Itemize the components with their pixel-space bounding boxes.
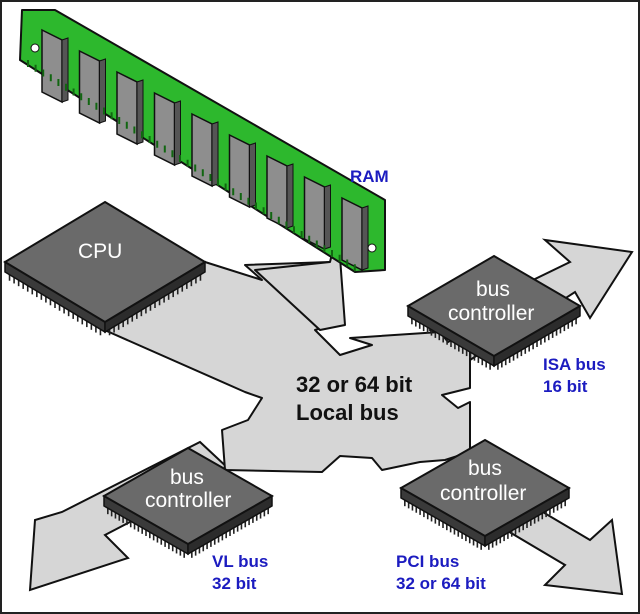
- ram-contacts: [27, 60, 356, 272]
- ram-chip-side: [249, 142, 256, 208]
- ram-chip-side: [361, 205, 369, 271]
- ram-chip: [228, 133, 251, 209]
- vl-bus-name: VL bus: [212, 552, 268, 571]
- vl-controller-label-line1: bus: [170, 466, 204, 489]
- ram-chip: [266, 154, 288, 230]
- cpu-top: [3, 200, 207, 324]
- isa-bus-controller: [406, 254, 582, 370]
- ram-chip-side: [324, 184, 331, 250]
- pci-controller-top: [398, 438, 572, 538]
- pci-controller-label-line1: bus: [468, 457, 502, 480]
- ram-chip: [78, 49, 101, 125]
- ram-chip-side: [136, 79, 144, 145]
- ram-chip-side: [174, 100, 181, 166]
- cpu-label: CPU: [78, 240, 122, 263]
- isa-controller-label-line1: bus: [476, 278, 510, 301]
- isa-bus-width: 16 bit: [543, 377, 588, 396]
- pci-controller-label-line2: controller: [440, 482, 526, 505]
- local-bus-width-label: 32 or 64 bit: [296, 372, 413, 397]
- ram-connection: [254, 229, 346, 331]
- pci-bus-name: PCI bus: [396, 552, 459, 571]
- vl-bus-controller: [101, 446, 275, 558]
- ram-label: RAM: [350, 167, 389, 186]
- ram-chip: [303, 175, 326, 251]
- cpu-chip: [3, 200, 207, 336]
- ram-module: [19, 9, 386, 273]
- pci-bus-width: 32 or 64 bit: [396, 574, 486, 593]
- isa-bus-name: ISA bus: [543, 355, 606, 374]
- ram-chip-side: [61, 37, 69, 103]
- ram-mount-hole: [30, 43, 40, 53]
- ram-chip-side: [211, 121, 219, 187]
- ram-chip: [41, 28, 63, 104]
- isa-controller-top: [406, 254, 582, 358]
- isa-controller-label-line2: controller: [448, 302, 534, 325]
- ram-mount-hole: [367, 243, 377, 253]
- vl-bus-width: 32 bit: [212, 574, 257, 593]
- local-bus-name-label: Local bus: [296, 400, 399, 425]
- vl-controller-top: [101, 446, 275, 546]
- ram-chips: [41, 28, 369, 272]
- ram-chip-side: [286, 163, 294, 229]
- pci-bus-controller: [398, 438, 572, 550]
- vl-controller-label-line2: controller: [145, 489, 231, 512]
- ram-chip-side: [99, 58, 106, 124]
- ram-chip: [341, 196, 363, 272]
